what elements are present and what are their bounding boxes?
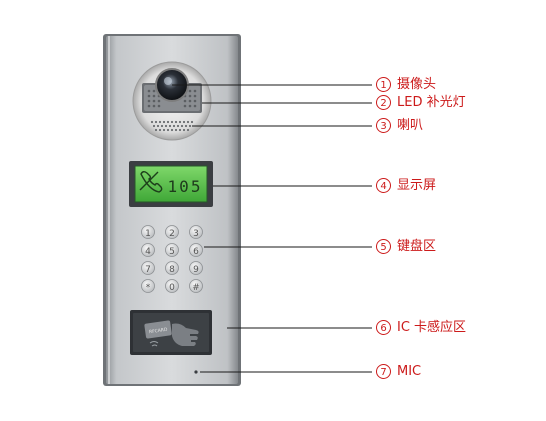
svg-text:2: 2 — [169, 229, 175, 239]
svg-text:1: 1 — [145, 229, 151, 239]
keypad-key[interactable]: 2 — [165, 225, 179, 240]
keypad-key[interactable]: 0 — [165, 279, 179, 294]
svg-text:9: 9 — [193, 265, 199, 275]
keypad-key[interactable]: 1 — [141, 225, 155, 240]
keypad: 1 2 3 4 5 6 7 8 — [141, 225, 203, 294]
svg-text:#: # — [192, 283, 200, 293]
svg-text:6: 6 — [193, 247, 199, 257]
svg-text:5: 5 — [169, 247, 175, 257]
keypad-key[interactable]: 3 — [189, 225, 203, 240]
svg-text:*: * — [146, 283, 151, 293]
keypad-key[interactable]: 7 — [141, 261, 155, 276]
card-reader[interactable]: RFCARD — [130, 310, 212, 355]
svg-text:3: 3 — [193, 229, 199, 239]
keypad-key[interactable]: 9 — [189, 261, 203, 276]
lcd-number: 105 — [168, 177, 203, 196]
speaker-grille — [150, 120, 194, 132]
wave-icon — [149, 341, 159, 347]
microphone-hole — [194, 370, 198, 374]
handset-icon — [139, 171, 163, 193]
intercom-panel — [103, 34, 241, 386]
keypad-key[interactable]: 5 — [165, 243, 179, 258]
svg-text:7: 7 — [145, 265, 151, 275]
camera-module — [132, 61, 212, 141]
hand-icon — [172, 323, 199, 346]
svg-text:4: 4 — [145, 247, 151, 257]
keypad-key[interactable]: 8 — [165, 261, 179, 276]
keypad-key[interactable]: # — [189, 279, 203, 294]
keypad-key[interactable]: 6 — [189, 243, 203, 258]
card-logo-text: RFCARD — [149, 327, 169, 336]
keypad-key[interactable]: 4 — [141, 243, 155, 258]
leader-lines — [172, 84, 372, 373]
svg-text:0: 0 — [169, 283, 175, 293]
lcd-display: 105 — [129, 161, 213, 207]
keypad-key[interactable]: * — [141, 279, 155, 294]
svg-text:8: 8 — [169, 265, 175, 275]
